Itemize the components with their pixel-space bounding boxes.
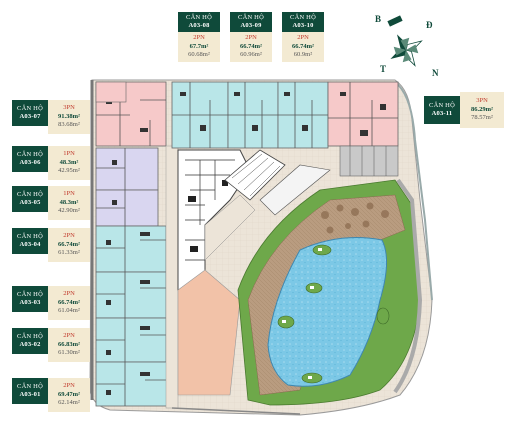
unit-a03-04-area <box>95 225 167 273</box>
compass-west: T <box>380 64 387 74</box>
swimming-pool <box>267 237 387 387</box>
compass-south: N <box>432 68 439 78</box>
compass: B Đ T N <box>372 14 439 78</box>
compass-north: B <box>375 14 382 24</box>
unit-a03-06-area <box>95 147 159 191</box>
unit-a03-11-area <box>327 81 399 147</box>
compass-east: Đ <box>426 20 433 30</box>
compass-rose-icon <box>387 15 423 67</box>
corridor <box>177 269 241 396</box>
unit-a03-03-area <box>95 271 167 319</box>
